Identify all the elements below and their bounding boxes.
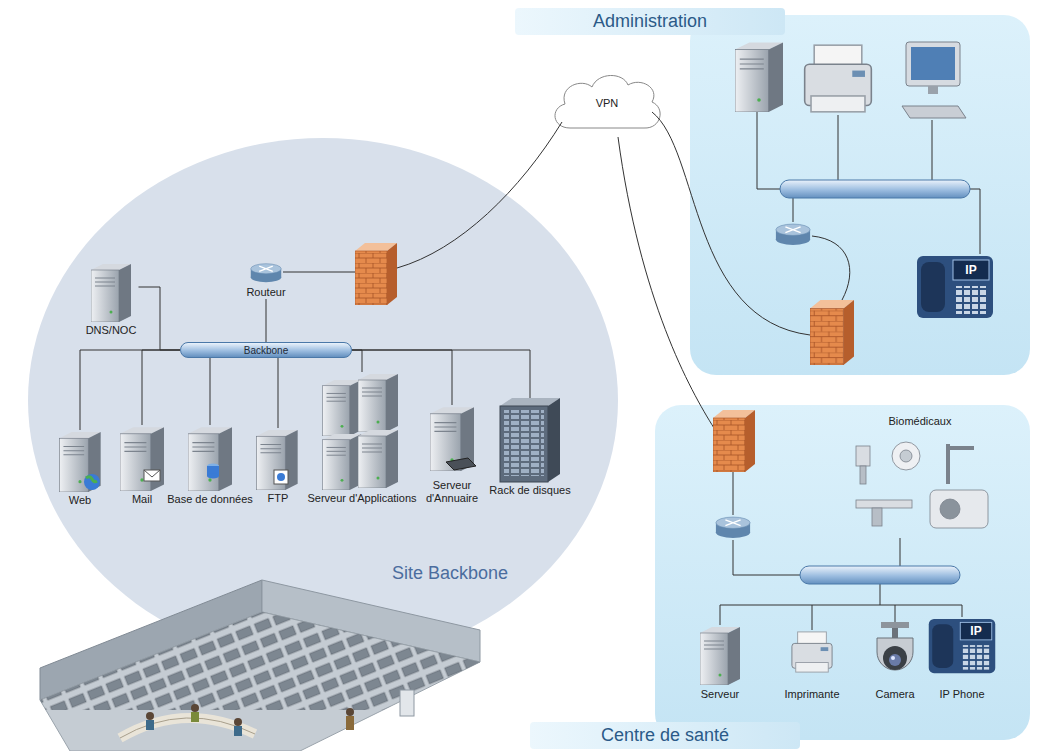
- network-link: [266, 299, 267, 342]
- node-label: Serveur d'Annuaire: [419, 479, 485, 504]
- node-label: Serveur d'Applications: [305, 492, 419, 505]
- screen-label: IP: [970, 624, 981, 638]
- node-label: Rack de disques: [487, 484, 573, 497]
- node-label: Backbone: [244, 345, 288, 356]
- vpn-cloud: VPN: [548, 68, 666, 138]
- node-label: DNS/NOC: [84, 324, 139, 337]
- screen-label: IP: [965, 263, 976, 277]
- node-label: Serveur: [699, 688, 742, 701]
- node-label: Biomédicaux: [845, 415, 995, 427]
- network-link: [352, 350, 452, 405]
- backbone-bus: Backbone: [180, 342, 352, 358]
- network-link: [139, 287, 181, 350]
- network-link: [352, 350, 530, 398]
- network-link: [352, 350, 362, 372]
- node-label: Web: [56, 494, 104, 507]
- node-label: Base de données: [165, 493, 255, 506]
- network-link: [210, 358, 211, 425]
- node-label: FTP: [255, 492, 301, 505]
- node-label: Administration: [515, 8, 785, 35]
- node-label: Imprimante: [782, 688, 842, 701]
- network-link: [142, 350, 180, 425]
- network-link: [80, 350, 180, 430]
- node-label: IP Phone: [927, 688, 997, 701]
- node-label: VPN: [596, 97, 619, 109]
- node-label: Mail: [119, 493, 165, 506]
- node-label: Site Backbone: [392, 563, 508, 584]
- node-label: Routeur: [244, 286, 288, 299]
- node-label: Camera: [873, 688, 917, 701]
- node-label: Centre de santé: [530, 722, 800, 749]
- network-link: [278, 358, 279, 428]
